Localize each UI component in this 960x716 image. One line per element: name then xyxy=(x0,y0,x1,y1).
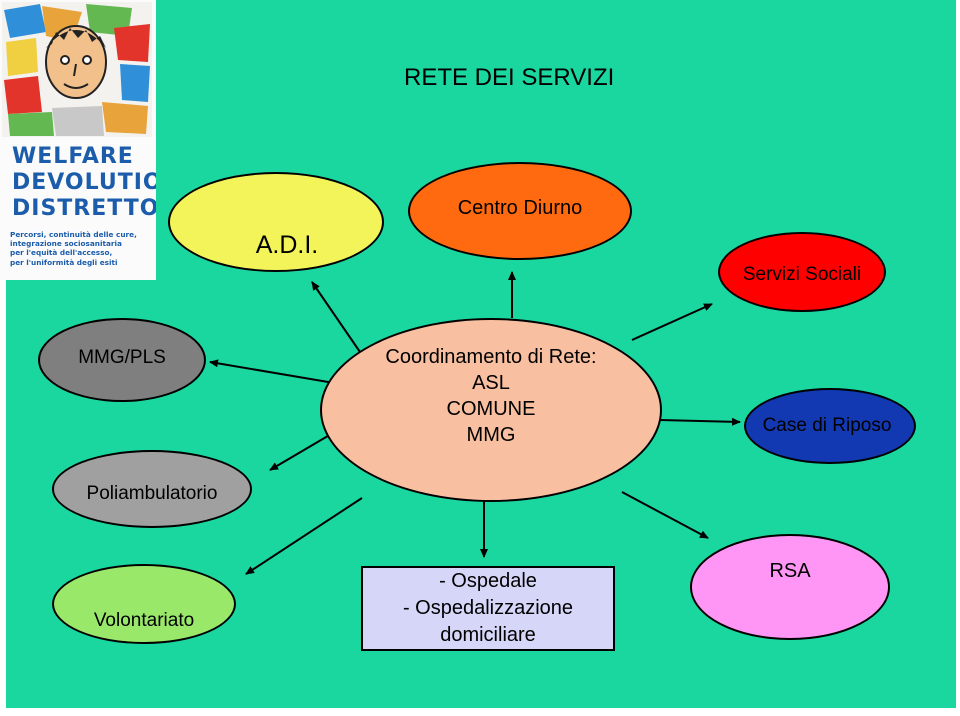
arrow-to-mmg-pls xyxy=(209,359,341,385)
slide-title: RETE DEI SERVIZI xyxy=(404,64,615,91)
welfare-logo: WELFARE DEVOLUTION DISTRETTO Percorsi, c… xyxy=(0,0,156,280)
node-case-di-riposo-label: Case di Riposo xyxy=(762,415,892,436)
node-centro-diurno: Centro Diurno xyxy=(408,162,632,260)
ospedale-line-2: - Ospedalizzazione xyxy=(402,597,574,619)
node-adi-label: A.D.I. xyxy=(255,230,319,259)
node-volontariato-label: Volontariato xyxy=(93,610,195,631)
arrow-to-volontariato xyxy=(245,497,363,575)
coordinamento-line-4: MMG xyxy=(466,424,516,446)
node-poliambulatorio: Poliambulatorio xyxy=(52,450,252,528)
logo-line-2: DEVOLUTION xyxy=(12,170,156,195)
node-case-di-riposo: Case di Riposo xyxy=(744,388,916,464)
arrow-to-case-di-riposo xyxy=(659,417,741,426)
node-servizi-sociali-label: Servizi Sociali xyxy=(742,264,862,285)
node-poliambulatorio-label: Poliambulatorio xyxy=(86,483,218,504)
node-coordinamento-di-rete: Coordinamento di Rete: ASL COMUNE MMG xyxy=(320,318,662,502)
coordinamento-line-1: Coordinamento di Rete: xyxy=(385,346,597,368)
node-mmg-pls-label: MMG/PLS xyxy=(78,347,166,368)
node-adi: A.D.I. xyxy=(168,172,384,272)
arrow-to-rsa xyxy=(621,491,709,539)
ospedale-line-1: - Ospedale xyxy=(439,570,537,592)
node-rsa-label: RSA xyxy=(769,559,811,582)
coordinamento-line-3: COMUNE xyxy=(446,398,536,420)
logo-line-3: DISTRETTO xyxy=(12,196,156,221)
logo-collage-image xyxy=(2,2,152,137)
logo-subtitle: Percorsi, continuità delle cure, integra… xyxy=(10,230,137,267)
ospedale-line-3: domiciliare xyxy=(440,624,536,646)
arrow-to-servizi-sociali xyxy=(631,303,713,341)
node-servizi-sociali: Servizi Sociali xyxy=(718,232,886,312)
node-rsa: RSA xyxy=(690,534,890,640)
logo-line-1: WELFARE xyxy=(12,144,134,169)
arrow-to-adi xyxy=(311,281,361,353)
coordinamento-line-2: ASL xyxy=(472,372,510,394)
node-volontariato: Volontariato xyxy=(52,564,236,644)
node-ospedale: - Ospedale - Ospedalizzazione domiciliar… xyxy=(361,566,615,651)
node-centro-diurno-label: Centro Diurno xyxy=(457,196,583,219)
node-mmg-pls: MMG/PLS xyxy=(38,318,206,402)
